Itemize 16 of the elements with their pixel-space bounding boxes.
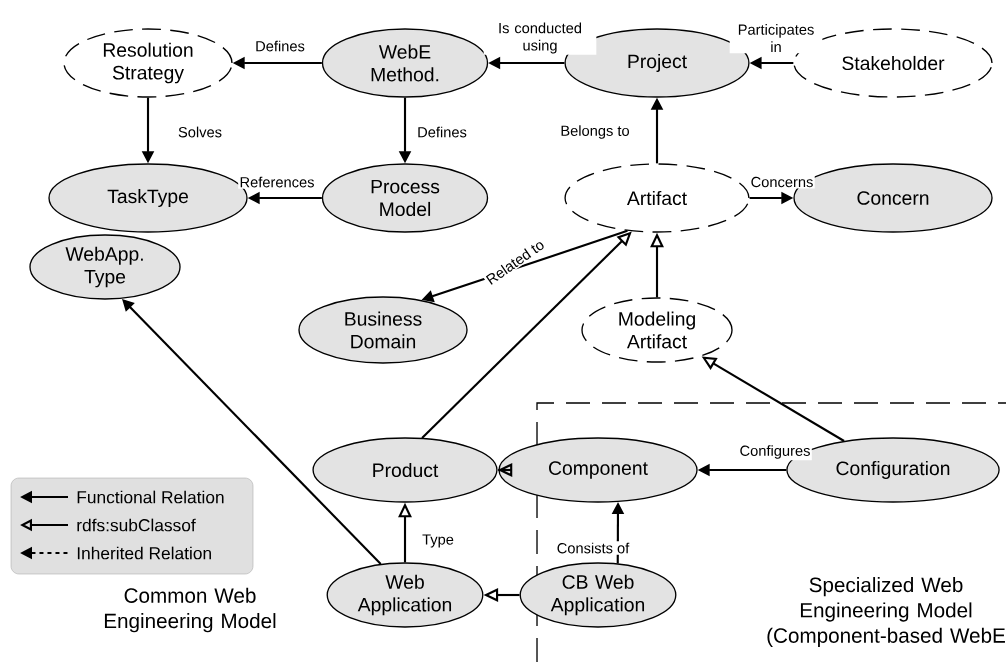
edge-label: Consists of bbox=[555, 541, 631, 555]
legend-label: rdfs:subClassof bbox=[77, 518, 196, 532]
edge-label: References bbox=[238, 175, 316, 189]
region-label: Common Web Engineering Model bbox=[104, 587, 276, 633]
edge-label: Type bbox=[420, 533, 456, 549]
legend-label: Inherited Relation bbox=[77, 546, 211, 560]
edge-label: Defines bbox=[415, 125, 469, 139]
edge-label: Defines bbox=[253, 39, 307, 53]
legend-label: Functional Relation bbox=[77, 490, 224, 504]
region-label: Specialized Web Engineering Model (Component-based WebE bbox=[767, 577, 1005, 647]
edge-label: Solves bbox=[176, 125, 224, 139]
edge-label: Configures bbox=[738, 443, 812, 461]
edge-label: Belongs to bbox=[559, 123, 631, 141]
edge-label: Is conducted using bbox=[483, 21, 597, 55]
edge-label: Concerns bbox=[749, 175, 815, 189]
edge-label: Participates in bbox=[729, 22, 823, 54]
